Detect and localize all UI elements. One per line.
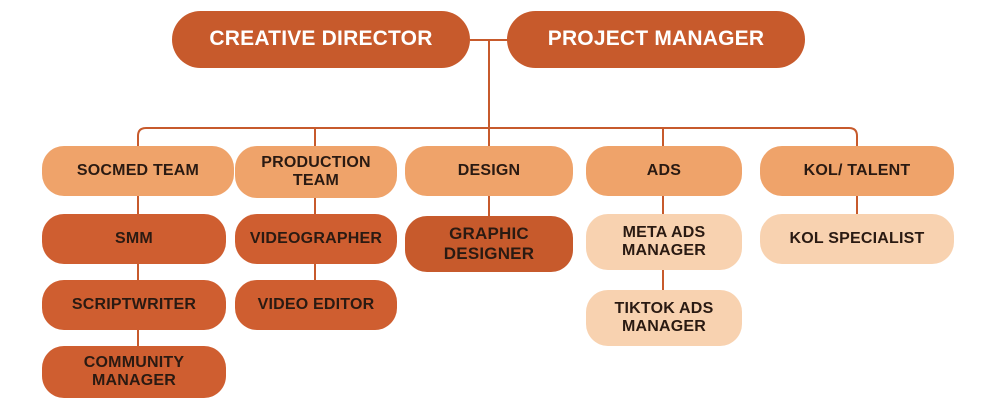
role-community-manager: COMMUNITY MANAGER [42,346,226,398]
role-graphic-designer: GRAPHIC DESIGNER [405,216,573,272]
role-smm: SMM [42,214,226,264]
department-production-team: PRODUCTION TEAM [235,146,397,198]
department-design: DESIGN [405,146,573,196]
department-socmed-team: SOCMED TEAM [42,146,234,196]
role-videographer: VIDEOGRAPHER [235,214,397,264]
role-meta-ads-manager: META ADS MANAGER [586,214,742,270]
role-tiktok-ads-manager: TIKTOK ADS MANAGER [586,290,742,346]
department-kol-talent: KOL/ TALENT [760,146,954,196]
project-manager-box: PROJECT MANAGER [507,11,805,68]
creative-director-box: CREATIVE DIRECTOR [172,11,470,68]
role-kol-specialist: KOL SPECIALIST [760,214,954,264]
department-ads: ADS [586,146,742,196]
role-scriptwriter: SCRIPTWRITER [42,280,226,330]
role-video-editor: VIDEO EDITOR [235,280,397,330]
connector-branch-bar [137,127,858,146]
